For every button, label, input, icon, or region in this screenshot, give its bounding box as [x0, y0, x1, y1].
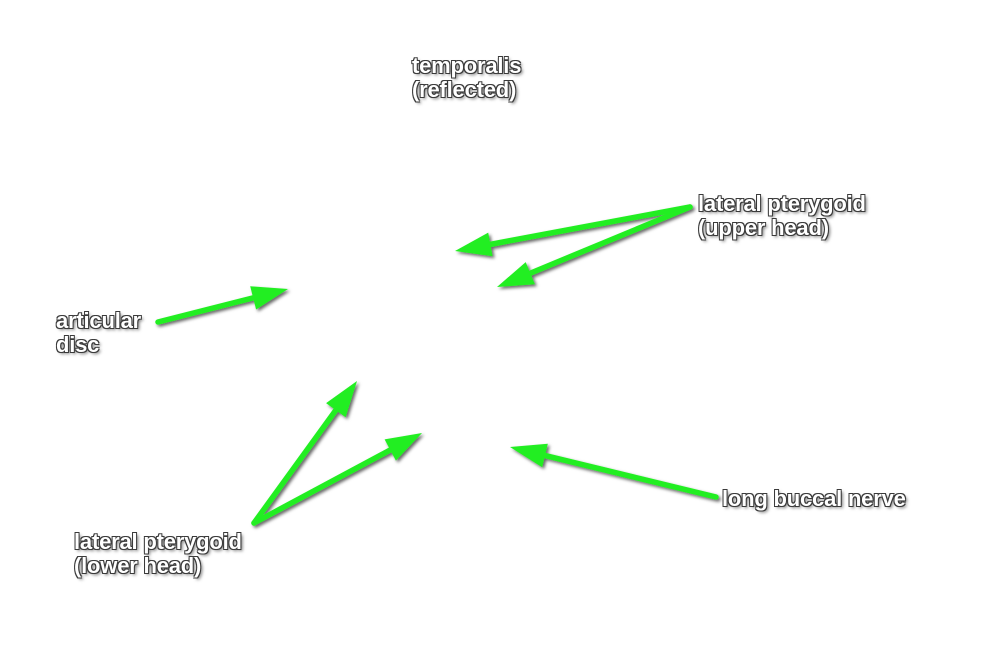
arrow-upper-head-1-shaft — [483, 204, 693, 248]
label-articular-disc: articular disc — [56, 309, 141, 357]
arrow-upper-head-2-head — [497, 262, 535, 287]
label-long-buccal-nerve-line1: long buccal nerve — [722, 486, 906, 511]
label-articular-disc-line1: articular — [56, 308, 142, 333]
label-temporalis-line2: (reflected) — [412, 77, 517, 102]
label-lower-head-line2: (lower head) — [74, 553, 202, 578]
arrow-lower-head-2-shaft — [251, 445, 397, 526]
label-temporalis: temporalis (reflected) — [412, 54, 521, 102]
arrow-upper-head-1-head — [455, 232, 493, 257]
arrow-lower-head-1 — [251, 381, 357, 526]
arrow-long-buccal-nerve — [510, 443, 719, 500]
arrow-lower-head-2 — [251, 433, 422, 526]
label-upper-head-line2: (upper head) — [698, 215, 829, 240]
arrow-lower-head-1-shaft — [251, 404, 341, 526]
arrow-long-buccal-nerve-shaft — [538, 451, 719, 500]
arrow-lower-head-1-head — [326, 381, 357, 418]
label-lower-head-line1: lateral pterygoid — [74, 529, 242, 554]
label-lateral-pterygoid-upper-head: lateral pterygoid (upper head) — [698, 192, 866, 240]
arrow-articular-disc-head — [250, 286, 288, 310]
arrow-upper-head-2 — [497, 204, 693, 287]
arrow-long-buccal-nerve-head — [510, 443, 548, 468]
label-temporalis-line1: temporalis — [412, 53, 522, 78]
arrow-articular-disc — [155, 286, 288, 325]
label-lateral-pterygoid-lower-head: lateral pterygoid (lower head) — [74, 530, 242, 578]
label-long-buccal-nerve: long buccal nerve — [722, 487, 906, 511]
arrow-lower-head-2-head — [384, 433, 422, 461]
label-articular-disc-line2: disc — [56, 332, 100, 357]
label-upper-head-line1: lateral pterygoid — [698, 191, 866, 216]
arrow-articular-disc-shaft — [155, 294, 260, 325]
arrow-upper-head-1 — [455, 204, 693, 257]
arrow-upper-head-2-shaft — [523, 204, 693, 278]
